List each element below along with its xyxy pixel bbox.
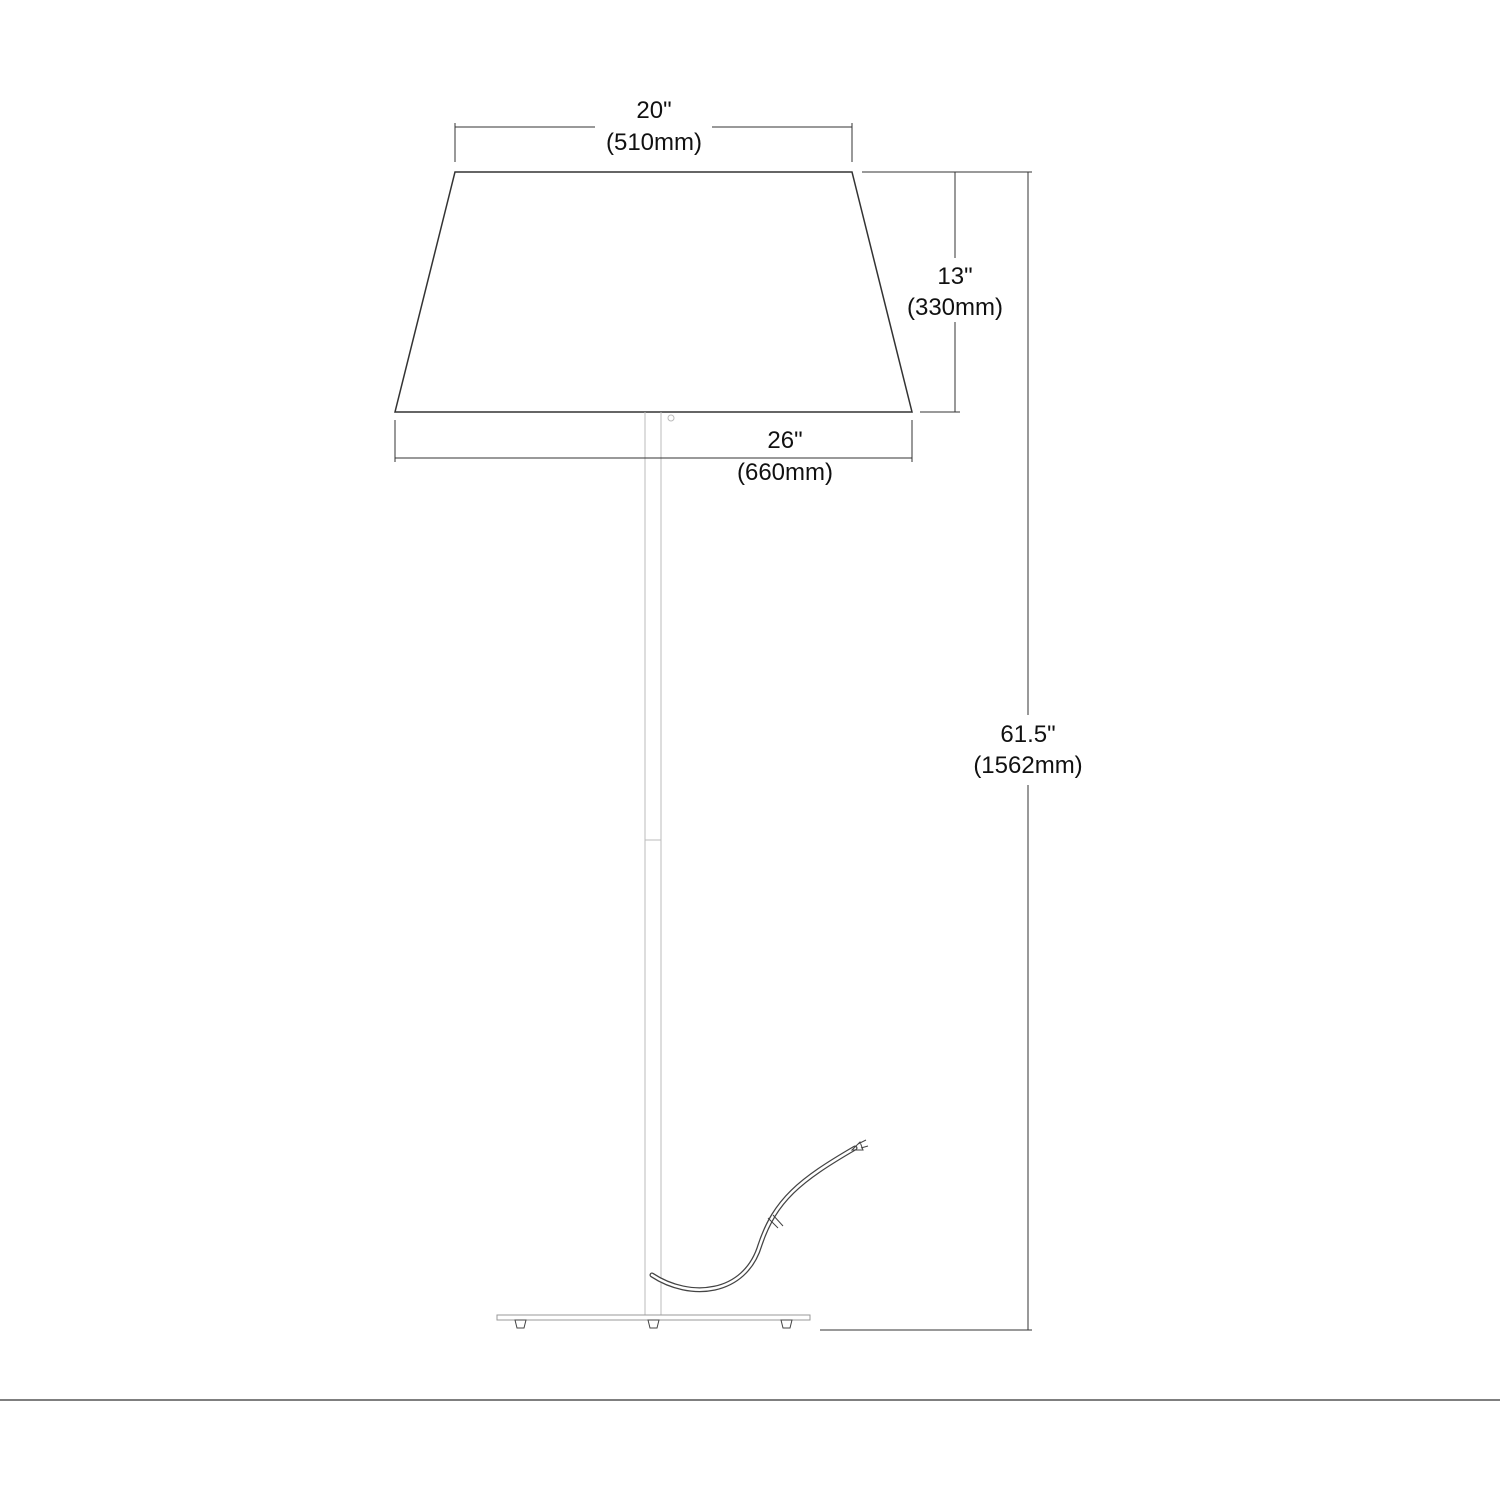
lamp-pole — [644, 412, 675, 1316]
lamp-base — [496, 1314, 811, 1329]
top-width-imperial: 20" — [636, 97, 671, 124]
overall-height-metric: (1562mm) — [973, 752, 1082, 779]
power-cord — [649, 1139, 869, 1293]
dimension-overall-height — [820, 171, 1032, 1331]
lamp-shade — [394, 171, 913, 413]
dimension-shade-height — [862, 171, 970, 413]
dimension-bottom-width — [394, 420, 913, 462]
shade-height-imperial: 13" — [937, 263, 972, 290]
plug-icon — [850, 1139, 869, 1151]
shade-height-metric: (330mm) — [907, 294, 1003, 321]
bottom-width-metric: (660mm) — [737, 459, 833, 486]
top-width-metric: (510mm) — [606, 129, 702, 156]
dimension-top-width — [454, 123, 853, 162]
overall-height-imperial: 61.5" — [1000, 721, 1055, 748]
bottom-width-imperial: 26" — [767, 427, 802, 454]
